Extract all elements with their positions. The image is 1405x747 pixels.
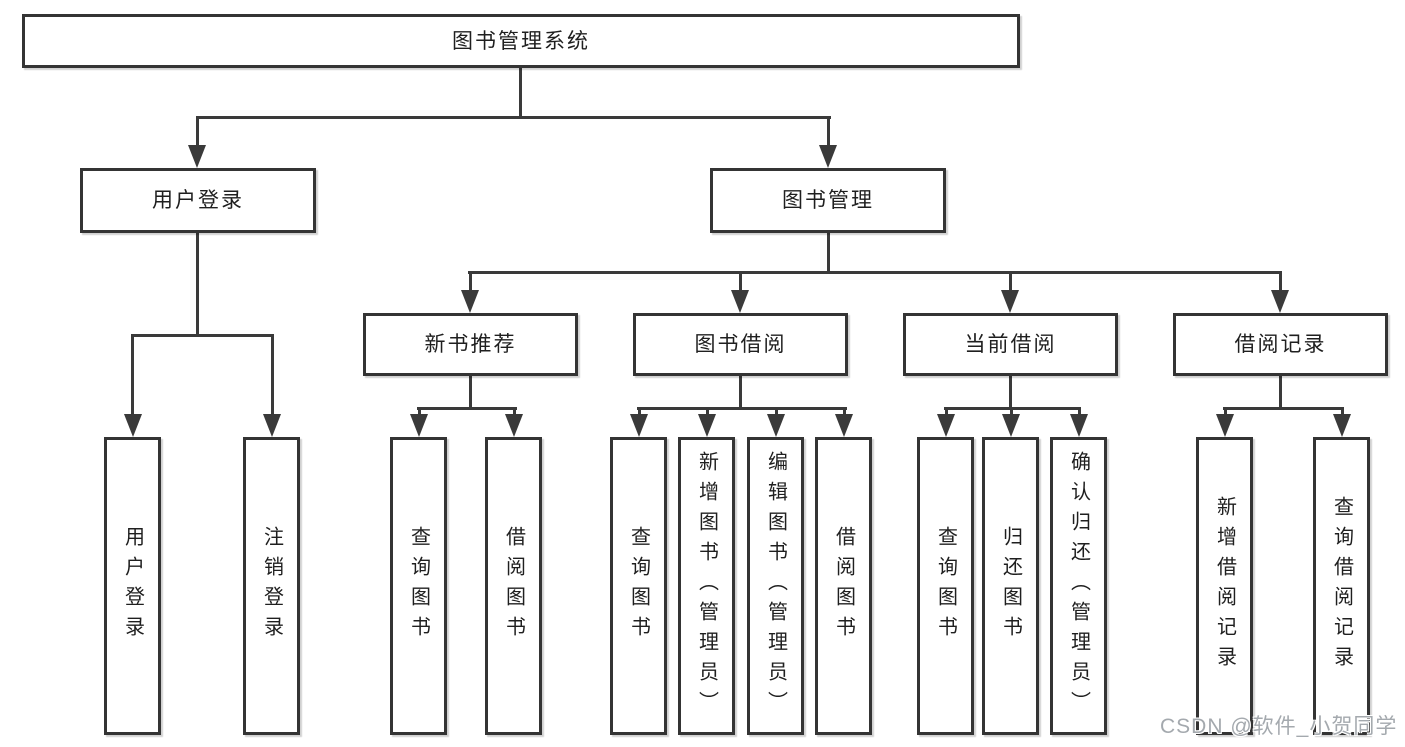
connector-line <box>739 376 742 409</box>
arrowhead-down-icon <box>819 145 837 168</box>
arrowhead-down-icon <box>1001 290 1019 313</box>
leaf-query-books-borrow-label: 查询图书 <box>627 526 650 646</box>
node-book-management-label: 图书管理 <box>782 189 874 212</box>
connector-line <box>469 376 472 409</box>
connector-line <box>131 334 134 414</box>
arrowhead-down-icon <box>505 414 523 437</box>
arrowhead-down-icon <box>410 414 428 437</box>
arrowhead-down-icon <box>461 290 479 313</box>
connector-line <box>1010 407 1013 416</box>
leaf-borrow-books-label: 借阅图书 <box>832 526 855 646</box>
leaf-confirm-return-admin: 确认归还（管理员） <box>1050 437 1107 735</box>
connector-line <box>637 407 847 410</box>
leaf-query-books-borrow: 查询图书 <box>610 437 667 735</box>
leaf-borrow-books-recommend-label: 借阅图书 <box>502 526 525 646</box>
connector-line <box>775 407 778 416</box>
arrowhead-down-icon <box>698 414 716 437</box>
leaf-add-borrow-record: 新增借阅记录 <box>1196 437 1253 735</box>
connector-line <box>843 407 846 416</box>
connector-line <box>1009 271 1012 290</box>
connector-line <box>1078 407 1081 416</box>
arrowhead-down-icon <box>1216 414 1234 437</box>
node-user-login: 用户登录 <box>80 168 316 233</box>
connector-line <box>1341 407 1344 416</box>
connector-line <box>1279 271 1282 290</box>
leaf-add-book-admin: 新增图书（管理员） <box>678 437 735 735</box>
leaf-query-books-current: 查询图书 <box>917 437 974 735</box>
leaf-return-book: 归还图书 <box>982 437 1039 735</box>
leaf-user-login-label: 用户登录 <box>121 526 144 646</box>
connector-line <box>827 116 830 147</box>
connector-line <box>469 271 472 290</box>
connector-line <box>513 407 516 416</box>
node-book-borrow: 图书借阅 <box>633 313 848 376</box>
connector-line <box>638 407 641 416</box>
leaf-borrow-books: 借阅图书 <box>815 437 872 735</box>
node-book-borrow-label: 图书借阅 <box>694 333 787 356</box>
arrowhead-down-icon <box>188 145 206 168</box>
leaf-confirm-return-admin-label: 确认归还（管理员） <box>1067 451 1090 721</box>
leaf-user-login: 用户登录 <box>104 437 161 735</box>
leaf-logout-label: 注销登录 <box>260 526 283 646</box>
connector-line <box>418 407 421 416</box>
leaf-query-books-recommend: 查询图书 <box>390 437 447 735</box>
leaf-query-borrow-record: 查询借阅记录 <box>1313 437 1370 735</box>
leaf-add-book-admin-label: 新增图书（管理员） <box>695 451 718 721</box>
connector-line <box>196 233 199 336</box>
node-new-book-recommend-label: 新书推荐 <box>424 333 517 356</box>
connector-line <box>706 407 709 416</box>
node-borrow-records-label: 借阅记录 <box>1234 333 1327 356</box>
leaf-borrow-books-recommend: 借阅图书 <box>485 437 542 735</box>
arrowhead-down-icon <box>1070 414 1088 437</box>
arrowhead-down-icon <box>1333 414 1351 437</box>
connector-line <box>519 68 522 116</box>
arrowhead-down-icon <box>1271 290 1289 313</box>
connector-line <box>417 407 517 410</box>
node-new-book-recommend: 新书推荐 <box>363 313 578 376</box>
arrowhead-down-icon <box>835 414 853 437</box>
leaf-add-borrow-record-label: 新增借阅记录 <box>1213 496 1236 676</box>
connector-line <box>945 407 948 416</box>
connector-line <box>1009 376 1012 409</box>
arrowhead-down-icon <box>731 290 749 313</box>
node-user-login-label: 用户登录 <box>152 189 244 212</box>
node-borrow-records: 借阅记录 <box>1173 313 1388 376</box>
connector-line <box>1279 376 1282 409</box>
node-book-management: 图书管理 <box>710 168 946 233</box>
node-current-borrow: 当前借阅 <box>903 313 1118 376</box>
node-current-borrow-label: 当前借阅 <box>964 333 1057 356</box>
arrowhead-down-icon <box>767 414 785 437</box>
arrowhead-down-icon <box>630 414 648 437</box>
connector-line <box>131 334 273 337</box>
leaf-edit-book-admin-label: 编辑图书（管理员） <box>764 451 787 721</box>
arrowhead-down-icon <box>263 414 281 437</box>
connector-line <box>271 334 274 414</box>
connector-line <box>1223 407 1344 410</box>
connector-line <box>827 233 830 273</box>
leaf-return-book-label: 归还图书 <box>999 526 1022 646</box>
connector-line <box>196 116 831 119</box>
leaf-query-books-current-label: 查询图书 <box>934 526 957 646</box>
arrowhead-down-icon <box>124 414 142 437</box>
arrowhead-down-icon <box>1002 414 1020 437</box>
arrowhead-down-icon <box>937 414 955 437</box>
leaf-logout: 注销登录 <box>243 437 300 735</box>
node-library-system-label: 图书管理系统 <box>452 29 590 53</box>
connector-line <box>1224 407 1227 416</box>
leaf-query-borrow-record-label: 查询借阅记录 <box>1330 496 1353 676</box>
connector-line <box>196 116 199 147</box>
csdn-watermark: CSDN @软件_小贺同学 <box>1160 715 1398 738</box>
connector-line <box>468 271 1282 274</box>
node-library-system: 图书管理系统 <box>22 14 1020 68</box>
leaf-query-books-recommend-label: 查询图书 <box>407 526 430 646</box>
connector-line <box>739 271 742 290</box>
leaf-edit-book-admin: 编辑图书（管理员） <box>747 437 804 735</box>
